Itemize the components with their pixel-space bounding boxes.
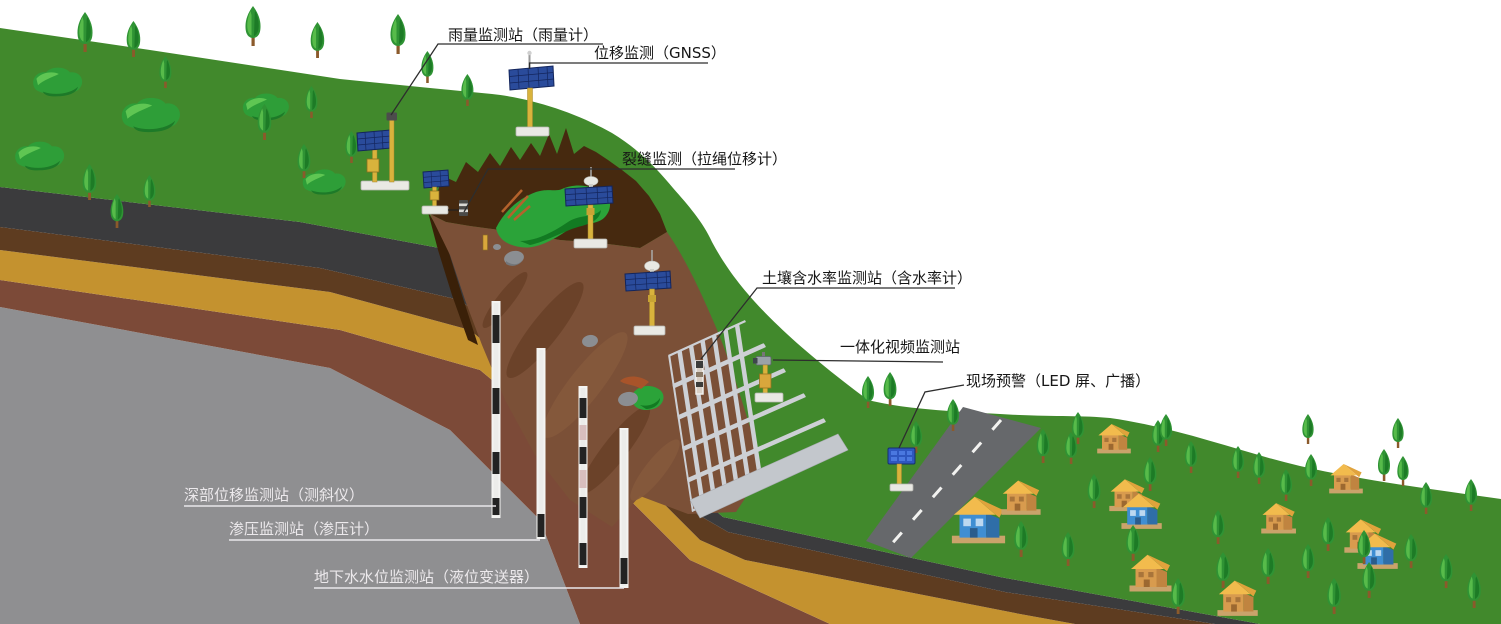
soil-streak [620,376,649,389]
rain-gauge-station [356,112,410,191]
antenna-icon [527,50,532,56]
layer-black [0,187,1260,624]
label-video-station: 一体化视频监测站 [840,338,960,356]
station-base [360,180,410,191]
layer-gold [0,250,1075,624]
label-crack-monitor: 裂缝监测（拉绳位移计） [622,150,787,168]
slide-debris [482,185,664,411]
rock [582,334,598,348]
leader-crack [463,168,735,213]
solar-panel-icon [564,185,614,207]
landslide-texture [482,271,680,501]
leader-video [772,359,944,363]
solar-panel-icon [508,65,555,91]
station-box [366,158,380,173]
label-soil-moisture: 土壤含水率监测站（含水率计） [762,269,972,287]
station-base [573,238,608,249]
lattice-retaining-grid [668,320,849,519]
leader-gnss [528,62,708,69]
video-monitor-station [753,352,784,403]
label-deep-displacement: 深部位移监测站（测斜仪） [184,486,364,504]
stake [482,234,488,251]
rock [504,250,524,266]
rain-gauge-icon [386,112,397,121]
rock [618,391,638,407]
borehole-instruments [491,301,629,588]
rock [493,244,501,250]
label-onsite-alert: 现场预警（LED 屏、广播） [966,372,1150,390]
gnss-slope-station-2 [624,250,672,336]
gnss-slope-station-1 [564,167,614,249]
alert-station [887,447,916,492]
landslide-scarp [430,128,667,248]
road [866,407,1041,558]
road-surface [866,407,1041,558]
leader-lines-underground [184,505,624,589]
led-screen-icon [887,447,916,465]
station-base [633,325,666,336]
station-base [515,126,550,137]
inclinometer-borehole-2 [578,386,588,568]
station-base [889,483,914,492]
gnss-station [508,50,555,137]
solar-panel-icon [422,169,450,189]
piezometer-borehole [536,348,546,539]
label-groundwater: 地下水水位监测站（液位变送器） [314,568,539,586]
label-rain-station: 雨量监测站（雨量计） [448,26,598,44]
camera-icon [755,356,772,366]
leader-lines [390,43,965,449]
station-base [754,392,784,403]
labels: 雨量监测站（雨量计） 位移监测（GNSS） 裂缝监测（拉绳位移计） 土壤含水率监… [184,26,1150,586]
soil-moisture-probe [695,360,704,395]
leader-rain [390,43,603,116]
label-seepage: 渗压监测站（渗压计） [229,520,379,538]
layer-bedrock [0,307,580,624]
scarp-streaks [501,189,531,221]
solar-panel-icon [624,270,672,292]
leader-alert [898,384,965,449]
scarp-shadow [428,212,478,345]
crack-monitor-station [421,169,468,216]
water-level-borehole [619,428,629,588]
station-box [759,373,772,389]
station-base [421,205,449,215]
inclinometer-borehole [491,301,501,518]
label-gnss-displacement: 位移监测（GNSS） [594,44,726,62]
lattice-footing [689,433,849,519]
leader-soil [700,287,955,360]
